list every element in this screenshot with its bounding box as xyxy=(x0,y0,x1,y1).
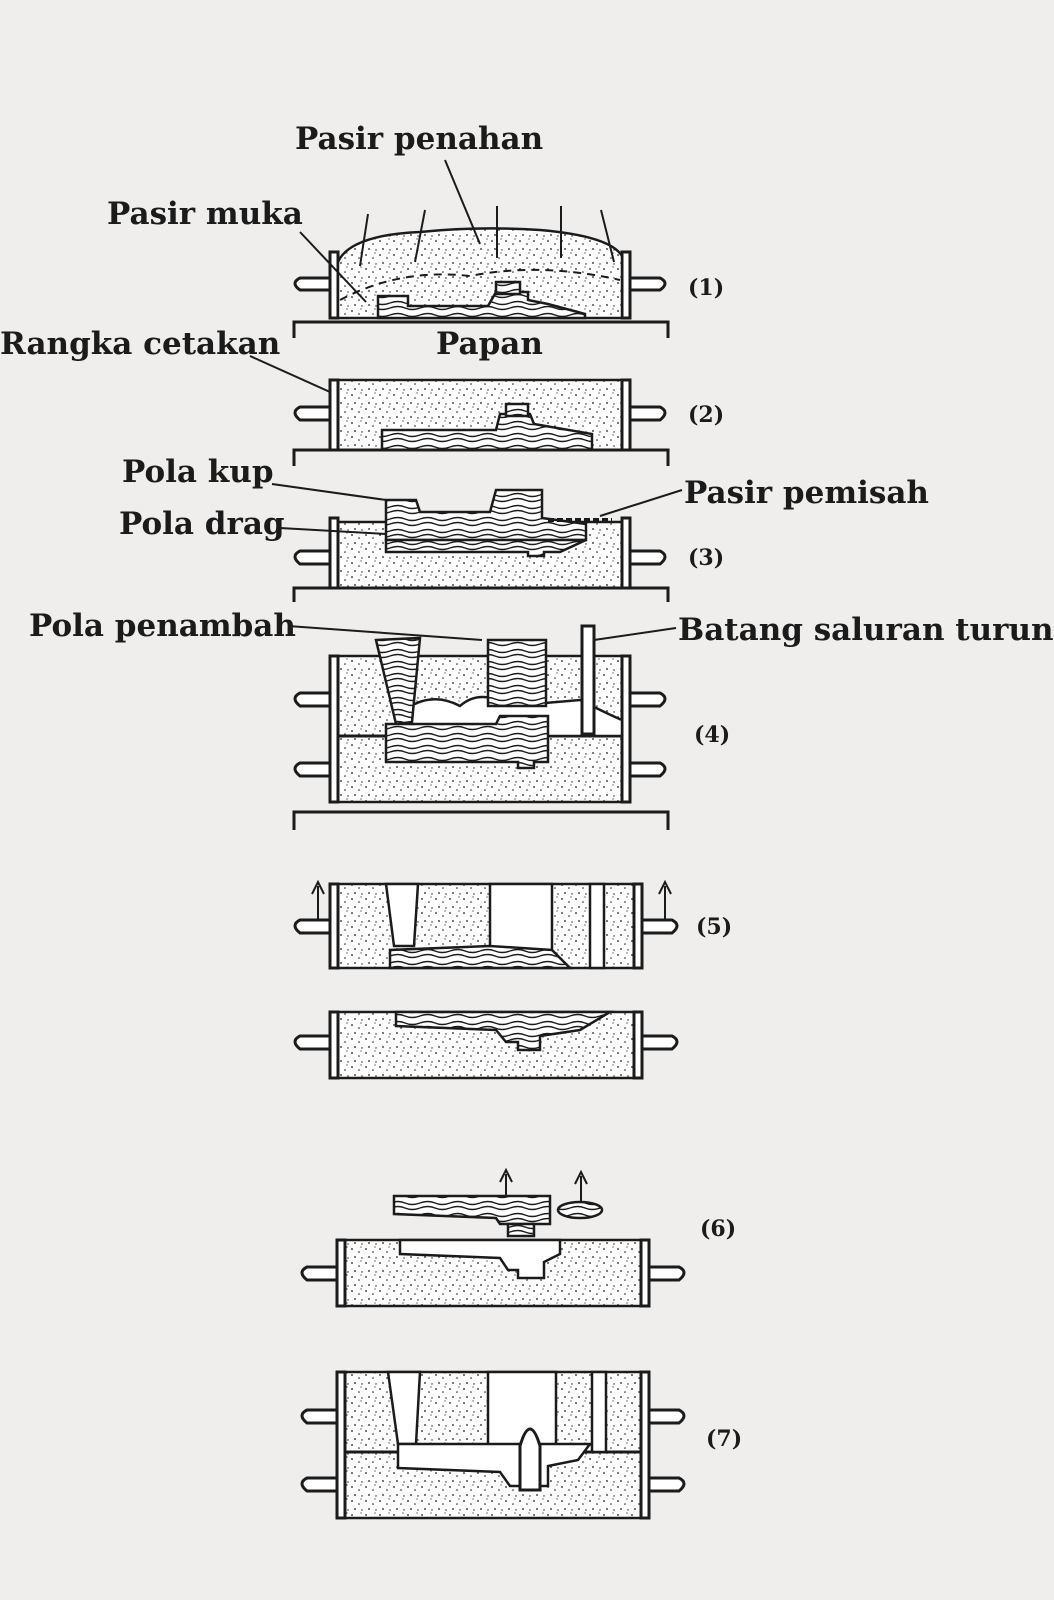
label-pasir-muka: Pasir muka xyxy=(107,196,303,232)
cope-block-pattern xyxy=(486,638,548,708)
board-step-4 xyxy=(292,810,670,830)
riser-pattern xyxy=(374,636,422,726)
pattern-step-4 xyxy=(384,714,550,770)
label-batang-saluran-turun: Batang saluran turun xyxy=(678,612,1054,648)
board-step-1 xyxy=(292,320,670,338)
step-5-cope-lifted xyxy=(293,879,679,970)
label-pola-penambah: Pola penambah xyxy=(29,608,296,644)
step-number-7: (7) xyxy=(706,1426,742,1452)
step-number-2: (2) xyxy=(688,402,724,428)
step-number-1: (1) xyxy=(688,275,724,301)
step-3-flask xyxy=(292,488,670,602)
drawn-pattern xyxy=(392,1194,552,1226)
step-1-flask xyxy=(292,206,670,338)
cope-pattern xyxy=(384,488,588,542)
step-7-closed-mold xyxy=(300,1370,686,1520)
label-rangka-cetakan: Rangka cetakan xyxy=(0,326,280,362)
board-step-3 xyxy=(292,586,670,602)
step-4-flask xyxy=(292,624,670,830)
pattern-step-5 xyxy=(394,1010,615,1052)
label-pola-kup: Pola kup xyxy=(122,454,274,490)
pattern-step-2 xyxy=(380,412,594,452)
label-pola-drag: Pola drag xyxy=(119,506,285,542)
mold-cavity xyxy=(396,1442,593,1488)
board-step-2 xyxy=(292,448,670,466)
drawn-sprue xyxy=(556,1200,604,1220)
step-number-5: (5) xyxy=(696,914,732,940)
step-number-3: (3) xyxy=(688,545,724,571)
core xyxy=(518,1427,542,1492)
step-5-drag xyxy=(293,1010,679,1080)
label-papan: Papan xyxy=(436,326,543,362)
ramming-arrows xyxy=(359,206,615,267)
step-6 xyxy=(300,1167,686,1308)
sprue-pin xyxy=(580,624,596,736)
step-number-6: (6) xyxy=(700,1216,736,1242)
label-pasir-pemisah: Pasir pemisah xyxy=(684,475,929,511)
drag-pattern xyxy=(384,538,587,558)
label-pasir-penahan: Pasir penahan xyxy=(295,121,543,157)
step-2-flask xyxy=(292,378,670,466)
step-number-4: (4) xyxy=(694,722,730,748)
leader-lines xyxy=(249,159,683,641)
